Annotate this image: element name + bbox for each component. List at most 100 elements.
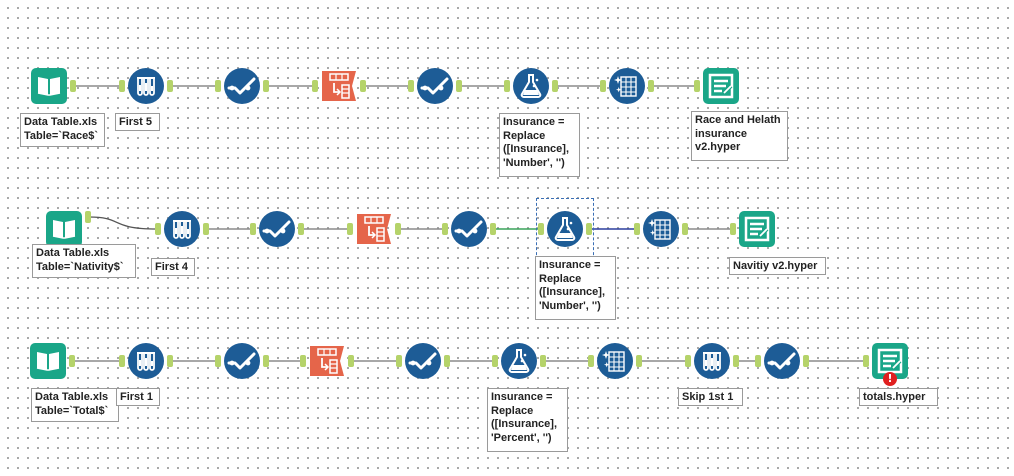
- formula-icon: [546, 210, 584, 248]
- input-anchor[interactable]: [694, 80, 700, 92]
- transpose-tool[interactable]: [308, 342, 346, 380]
- sample-tool[interactable]: [163, 210, 201, 248]
- select-tool[interactable]: [416, 67, 454, 105]
- output-data-icon: [702, 67, 740, 105]
- tool-annotation: Insurance = Replace ([Insurance], 'Numbe…: [499, 113, 580, 177]
- formula-tool[interactable]: [500, 342, 538, 380]
- sample-icon: [693, 342, 731, 380]
- input-anchor[interactable]: [347, 223, 353, 235]
- transpose-tool[interactable]: [320, 67, 358, 105]
- tool-annotation: Data Table.xls Table=`Race$`: [20, 113, 105, 147]
- input-anchor[interactable]: [538, 223, 544, 235]
- input-anchor[interactable]: [755, 355, 761, 367]
- output-anchor[interactable]: [648, 80, 654, 92]
- input-anchor[interactable]: [300, 355, 306, 367]
- sample-tool[interactable]: [127, 342, 165, 380]
- output-anchor[interactable]: [682, 223, 688, 235]
- output-data-icon: [871, 342, 909, 380]
- error-badge-icon: !: [883, 372, 897, 386]
- input-anchor[interactable]: [634, 223, 640, 235]
- input-anchor[interactable]: [312, 80, 318, 92]
- input-anchor[interactable]: [408, 80, 414, 92]
- output-anchor[interactable]: [70, 80, 76, 92]
- multi-field-icon: [642, 210, 680, 248]
- output-anchor[interactable]: [69, 355, 75, 367]
- input-data-tool[interactable]: [29, 342, 67, 380]
- input-anchor[interactable]: [730, 223, 736, 235]
- output-anchor[interactable]: [803, 355, 809, 367]
- output-data-icon: [738, 210, 776, 248]
- multi-field-tool[interactable]: [608, 67, 646, 105]
- input-anchor[interactable]: [588, 355, 594, 367]
- output-data-tool[interactable]: [738, 210, 776, 248]
- formula-tool[interactable]: [512, 67, 550, 105]
- input-data-tool[interactable]: [45, 210, 83, 248]
- formula-tool[interactable]: [546, 210, 584, 248]
- select-tool[interactable]: [450, 210, 488, 248]
- output-anchor[interactable]: [263, 80, 269, 92]
- select-icon: [258, 210, 296, 248]
- transpose-icon: [355, 210, 393, 248]
- input-anchor[interactable]: [685, 355, 691, 367]
- output-anchor[interactable]: [490, 223, 496, 235]
- select-tool[interactable]: [258, 210, 296, 248]
- select-icon: [223, 342, 261, 380]
- input-anchor[interactable]: [863, 355, 869, 367]
- input-anchor[interactable]: [119, 355, 125, 367]
- select-tool[interactable]: [763, 342, 801, 380]
- output-data-tool[interactable]: [871, 342, 909, 380]
- output-anchor[interactable]: [444, 355, 450, 367]
- tool-annotation: First 1: [116, 388, 160, 406]
- output-anchor[interactable]: [203, 223, 209, 235]
- input-data-tool[interactable]: [30, 67, 68, 105]
- output-anchor[interactable]: [456, 80, 462, 92]
- tool-annotation: Skip 1st 1: [678, 388, 743, 406]
- input-anchor[interactable]: [396, 355, 402, 367]
- multi-field-icon: [608, 67, 646, 105]
- output-anchor[interactable]: [636, 355, 642, 367]
- output-data-tool[interactable]: [702, 67, 740, 105]
- input-anchor[interactable]: [215, 355, 221, 367]
- output-anchor[interactable]: [167, 355, 173, 367]
- input-data-icon: [30, 67, 68, 105]
- select-tool[interactable]: [404, 342, 442, 380]
- output-anchor[interactable]: [540, 355, 546, 367]
- output-anchor[interactable]: [586, 223, 592, 235]
- tool-annotation: Data Table.xls Table=`Nativity$`: [32, 244, 136, 278]
- select-tool[interactable]: [223, 342, 261, 380]
- sample-tool[interactable]: [693, 342, 731, 380]
- select-tool[interactable]: [223, 67, 261, 105]
- tool-annotation: Navitiy v2.hyper: [729, 257, 826, 275]
- input-anchor[interactable]: [504, 80, 510, 92]
- formula-icon: [500, 342, 538, 380]
- output-anchor[interactable]: [552, 80, 558, 92]
- input-data-icon: [45, 210, 83, 248]
- output-anchor[interactable]: [263, 355, 269, 367]
- output-anchor[interactable]: [733, 355, 739, 367]
- sample-tool[interactable]: [127, 67, 165, 105]
- input-anchor[interactable]: [155, 223, 161, 235]
- input-anchor[interactable]: [492, 355, 498, 367]
- connection-wire[interactable]: [88, 216, 158, 230]
- output-anchor[interactable]: [348, 355, 354, 367]
- tool-annotation: Insurance = Replace ([Insurance], 'Perce…: [487, 388, 568, 452]
- input-anchor[interactable]: [250, 223, 256, 235]
- tool-annotation: Race and Helath insurance v2.hyper: [691, 111, 788, 161]
- transpose-tool[interactable]: [355, 210, 393, 248]
- output-anchor[interactable]: [395, 223, 401, 235]
- select-icon: [763, 342, 801, 380]
- input-anchor[interactable]: [215, 80, 221, 92]
- input-anchor[interactable]: [119, 80, 125, 92]
- multi-field-tool[interactable]: [642, 210, 680, 248]
- transpose-icon: [308, 342, 346, 380]
- output-anchor[interactable]: [298, 223, 304, 235]
- output-anchor[interactable]: [167, 80, 173, 92]
- multi-field-tool[interactable]: [596, 342, 634, 380]
- output-anchor[interactable]: [85, 211, 91, 223]
- select-icon: [404, 342, 442, 380]
- input-anchor[interactable]: [442, 223, 448, 235]
- output-anchor[interactable]: [360, 80, 366, 92]
- input-anchor[interactable]: [600, 80, 606, 92]
